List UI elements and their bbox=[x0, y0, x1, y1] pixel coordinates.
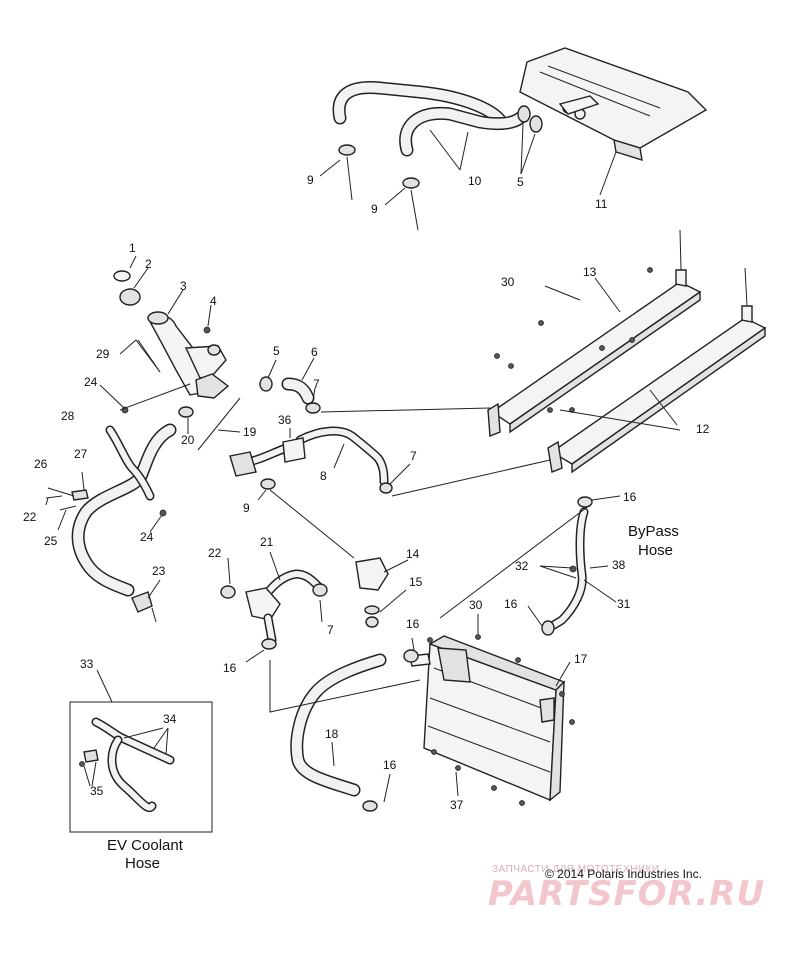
part-18-lower-hose bbox=[290, 653, 387, 812]
callout-30-b: 30 bbox=[469, 598, 483, 612]
callout-6: 6 bbox=[311, 345, 318, 359]
callout-34: 34 bbox=[163, 712, 177, 726]
watermark-brand: PARTSFOR.RU bbox=[488, 874, 765, 914]
callout-5-center: 5 bbox=[273, 344, 280, 358]
callout-24-a: 24 bbox=[84, 375, 98, 389]
ev-coolant-label-line2: Hose bbox=[125, 855, 160, 872]
callout-21: 21 bbox=[260, 535, 274, 549]
part-3-filler-neck bbox=[147, 311, 230, 399]
part-31-bypass-hose bbox=[541, 496, 593, 636]
small-fittings-left bbox=[45, 406, 167, 613]
part-20-fitting bbox=[178, 406, 194, 418]
callout-25: 25 bbox=[44, 534, 58, 548]
callout-7-b: 7 bbox=[410, 449, 417, 463]
part-17-radiator-panel bbox=[409, 635, 566, 802]
part-28-short-hose bbox=[105, 425, 155, 501]
callout-33: 33 bbox=[80, 657, 94, 671]
clamps-5-7-center bbox=[259, 376, 321, 414]
callout-15: 15 bbox=[409, 575, 423, 589]
callout-16-e: 16 bbox=[383, 758, 397, 772]
callout-9-a: 9 bbox=[307, 173, 314, 187]
center-fittings bbox=[229, 451, 393, 494]
callout-32: 32 bbox=[515, 559, 529, 573]
callout-5-top: 5 bbox=[517, 175, 524, 189]
callout-9-c: 9 bbox=[243, 501, 250, 515]
rail-bolts bbox=[494, 267, 653, 413]
callout-30-a: 30 bbox=[501, 275, 515, 289]
callout-22-a: 22 bbox=[208, 546, 222, 560]
callout-19: 19 bbox=[243, 425, 257, 439]
bypass-label-line2: Hose bbox=[638, 542, 673, 559]
part-21-hose-assembly bbox=[220, 569, 328, 650]
part-8-hose bbox=[239, 426, 389, 487]
part-2-cap bbox=[119, 288, 141, 306]
section-labels: ByPass Hose EV Coolant Hose bbox=[107, 523, 679, 872]
callout-10: 10 bbox=[468, 174, 482, 188]
callout-35: 35 bbox=[90, 784, 104, 798]
callout-22-b: 22 bbox=[23, 510, 37, 524]
clamp-set-top bbox=[338, 105, 543, 189]
part-27-long-hose bbox=[71, 423, 177, 597]
callout-18: 18 bbox=[325, 727, 339, 741]
callout-16-b: 16 bbox=[504, 597, 518, 611]
part-19-rod bbox=[197, 397, 241, 451]
part-14-thermostat-housing bbox=[355, 557, 389, 628]
part-4-bolt bbox=[203, 326, 211, 334]
part-36-junction bbox=[282, 437, 306, 463]
callout-16-d: 16 bbox=[223, 661, 237, 675]
callout-7-a: 7 bbox=[313, 377, 320, 391]
ev-coolant-label-line1: EV Coolant bbox=[107, 837, 184, 854]
callout-8: 8 bbox=[320, 469, 327, 483]
callout-38: 38 bbox=[612, 558, 626, 572]
callout-24-b: 24 bbox=[140, 530, 154, 544]
callout-4: 4 bbox=[210, 294, 217, 308]
callout-31: 31 bbox=[617, 597, 631, 611]
copyright-text: © 2014 Polaris Industries Inc. bbox=[545, 867, 702, 881]
callout-16-a: 16 bbox=[623, 490, 637, 504]
part-13-upper-rail bbox=[487, 229, 702, 438]
callout-9-b: 9 bbox=[371, 202, 378, 216]
part-10-hose-pair bbox=[332, 80, 527, 157]
watermark-tagline: ЗАПЧАСТИ ДЛЯ МОТОТЕХНИКИ bbox=[492, 864, 660, 875]
callout-36: 36 bbox=[278, 413, 292, 427]
callout-11: 11 bbox=[595, 197, 608, 211]
leader-lines bbox=[45, 123, 681, 803]
callout-12: 12 bbox=[696, 422, 710, 436]
panel-bolts bbox=[403, 634, 575, 806]
callout-numbers: 1 2 3 4 5 5 6 7 7 7 8 9 9 9 10 11 12 13 … bbox=[23, 173, 710, 812]
callout-13: 13 bbox=[583, 265, 597, 279]
callout-1: 1 bbox=[129, 241, 136, 255]
bypass-label-line1: ByPass bbox=[628, 523, 679, 540]
part-1-cap-seal bbox=[113, 270, 131, 282]
watermark: ЗАПЧАСТИ ДЛЯ МОТОТЕХНИКИ PARTSFOR.RU bbox=[488, 864, 765, 914]
part-12-lower-rail bbox=[547, 267, 767, 474]
part-11-radiator-tank bbox=[519, 47, 708, 162]
callout-3: 3 bbox=[180, 279, 187, 293]
callout-16-c: 16 bbox=[406, 617, 420, 631]
callout-17: 17 bbox=[574, 652, 588, 666]
callout-29: 29 bbox=[96, 347, 110, 361]
callout-20: 20 bbox=[181, 433, 195, 447]
callout-27: 27 bbox=[74, 447, 88, 461]
callout-2: 2 bbox=[145, 257, 152, 271]
part-6-elbow-hose bbox=[281, 377, 315, 405]
callout-14: 14 bbox=[406, 547, 420, 561]
callout-7-c: 7 bbox=[327, 623, 334, 637]
callout-23: 23 bbox=[152, 564, 166, 578]
callout-26: 26 bbox=[34, 457, 48, 471]
callout-37: 37 bbox=[450, 798, 464, 812]
ev-coolant-hose-inset bbox=[69, 701, 213, 833]
callout-28: 28 bbox=[61, 409, 75, 423]
